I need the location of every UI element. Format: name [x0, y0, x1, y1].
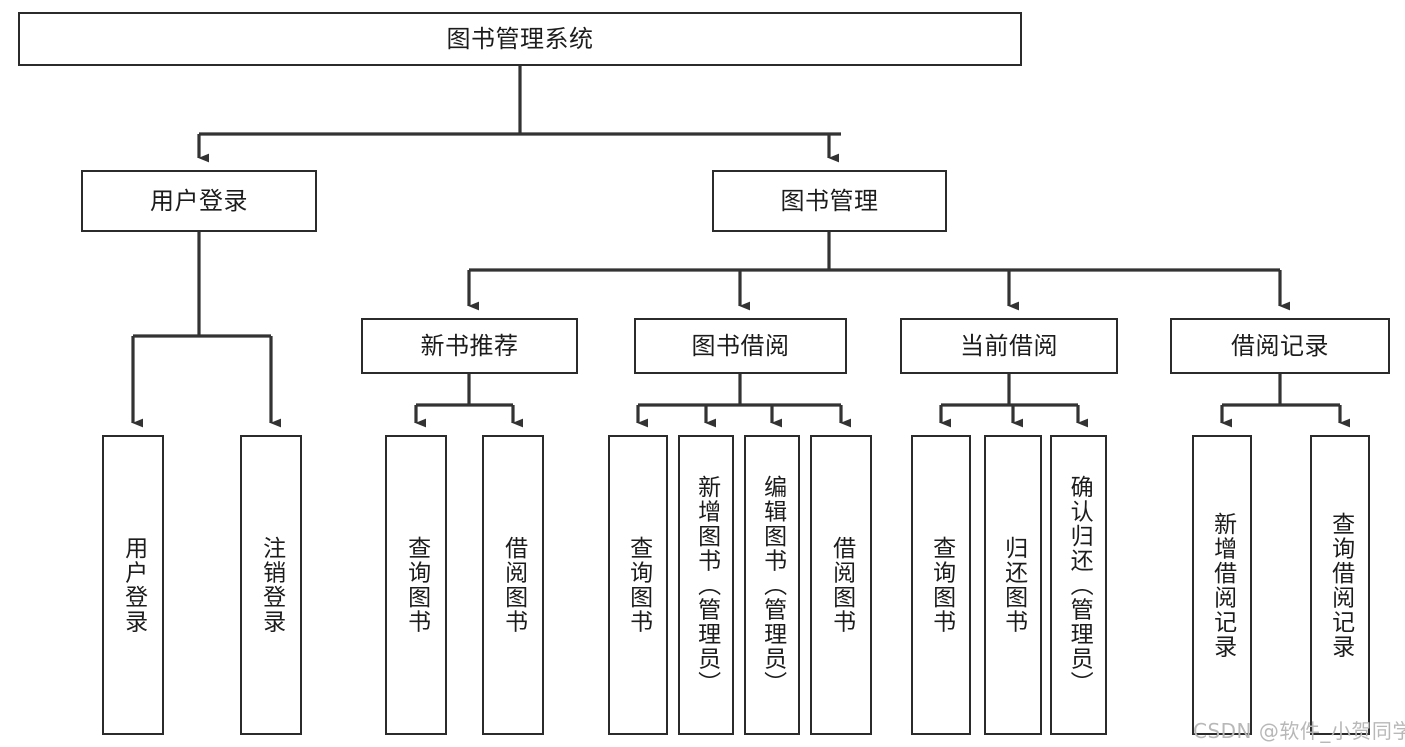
node-label-root-system: 图书管理系统 [446, 24, 594, 53]
node-label-book-management: 图书管理 [780, 186, 879, 215]
node-label-leaf-edit-book: 编辑图书（管理员） [759, 474, 786, 696]
node-label-leaf-confirm-return: 确认归还（管理员） [1066, 474, 1093, 696]
node-book-borrow[interactable]: 图书借阅 [634, 318, 847, 374]
node-label-leaf-add-record: 新增借阅记录 [1209, 511, 1236, 659]
node-current-borrow[interactable]: 当前借阅 [900, 318, 1118, 374]
node-new-book-recommend[interactable]: 新书推荐 [361, 318, 578, 374]
node-label-leaf-return-book: 归还图书 [1000, 536, 1027, 634]
node-leaf-edit-book[interactable]: 编辑图书（管理员） [744, 435, 800, 735]
node-leaf-add-book[interactable]: 新增图书（管理员） [678, 435, 734, 735]
node-leaf-query-book-3[interactable]: 查询图书 [911, 435, 971, 735]
node-leaf-add-record[interactable]: 新增借阅记录 [1192, 435, 1252, 735]
node-label-leaf-user-logout: 注销登录 [258, 536, 285, 634]
node-label-borrow-record: 借阅记录 [1231, 331, 1329, 360]
node-leaf-query-record[interactable]: 查询借阅记录 [1310, 435, 1370, 735]
node-leaf-user-login[interactable]: 用户登录 [102, 435, 164, 735]
node-label-leaf-borrow-book-1: 借阅图书 [500, 536, 527, 634]
node-label-leaf-query-book-1: 查询图书 [403, 536, 430, 634]
node-label-leaf-borrow-book-2: 借阅图书 [828, 536, 855, 634]
node-label-leaf-query-book-2: 查询图书 [625, 536, 652, 634]
node-label-user-login: 用户登录 [150, 186, 248, 215]
node-book-management[interactable]: 图书管理 [712, 170, 947, 232]
node-leaf-return-book[interactable]: 归还图书 [984, 435, 1042, 735]
node-label-leaf-query-book-3: 查询图书 [928, 536, 955, 634]
node-label-current-borrow: 当前借阅 [960, 331, 1058, 360]
node-user-login[interactable]: 用户登录 [81, 170, 317, 232]
node-label-book-borrow: 图书借阅 [691, 331, 790, 360]
node-leaf-user-logout[interactable]: 注销登录 [240, 435, 302, 735]
node-leaf-confirm-return[interactable]: 确认归还（管理员） [1050, 435, 1107, 735]
node-leaf-borrow-book-1[interactable]: 借阅图书 [482, 435, 544, 735]
node-label-leaf-query-record: 查询借阅记录 [1327, 511, 1354, 659]
node-leaf-borrow-book-2[interactable]: 借阅图书 [810, 435, 872, 735]
node-leaf-query-book-1[interactable]: 查询图书 [385, 435, 447, 735]
node-root-system[interactable]: 图书管理系统 [18, 12, 1022, 66]
node-label-leaf-user-login: 用户登录 [120, 536, 147, 634]
node-leaf-query-book-2[interactable]: 查询图书 [608, 435, 668, 735]
node-label-leaf-add-book: 新增图书（管理员） [693, 474, 720, 696]
node-label-new-book-recommend: 新书推荐 [420, 331, 519, 360]
node-borrow-record[interactable]: 借阅记录 [1170, 318, 1390, 374]
